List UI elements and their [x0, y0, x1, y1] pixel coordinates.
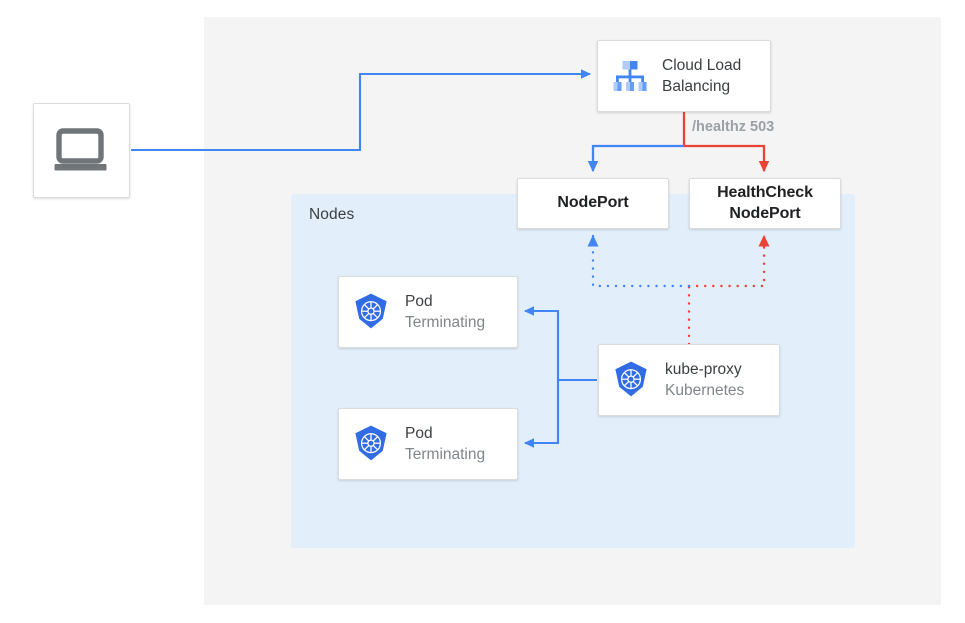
kube-proxy-subtitle: Kubernetes	[665, 382, 745, 399]
pod-status-1: Terminating	[405, 314, 486, 331]
healthcheck-nodeport-text: HealthCheck NodePort	[717, 183, 813, 224]
kube-proxy-card[interactable]: kube-proxy Kubernetes	[598, 344, 780, 416]
cloud-load-balancing-icon	[609, 55, 651, 97]
kube-proxy-text: kube-proxy Kubernetes	[665, 359, 744, 402]
kubernetes-icon	[611, 360, 651, 400]
pod-title-1: Pod	[405, 292, 433, 310]
healthcheck-nodeport-label-line1: HealthCheck	[717, 184, 813, 202]
kube-proxy-title: kube-proxy	[665, 360, 742, 378]
pod-card-1[interactable]: Pod Terminating	[338, 276, 518, 348]
healthz-503-label: /healthz 503	[692, 119, 775, 135]
nodeport-card[interactable]: NodePort	[517, 178, 669, 229]
cloud-load-balancing-text: Cloud Load Balancing	[662, 55, 756, 98]
pod-title-2: Pod	[405, 424, 433, 442]
healthcheck-nodeport-card[interactable]: HealthCheck NodePort	[689, 178, 841, 229]
pod-status-2: Terminating	[405, 446, 486, 463]
healthcheck-nodeport-label-line2: NodePort	[729, 204, 801, 222]
laptop-icon	[53, 127, 111, 174]
pod-card-2[interactable]: Pod Terminating	[338, 408, 518, 480]
cloud-load-balancing-card[interactable]: Cloud Load Balancing	[597, 40, 771, 112]
kubernetes-icon	[351, 424, 391, 464]
pod-text-2: Pod Terminating	[405, 423, 485, 466]
pod-text-1: Pod Terminating	[405, 291, 485, 334]
nodeport-label: NodePort	[557, 194, 629, 212]
cloud-load-balancing-title: Cloud Load Balancing	[662, 56, 742, 95]
kubernetes-icon	[351, 292, 391, 332]
client-device-card[interactable]	[33, 103, 130, 198]
nodes-region-label: Nodes	[309, 206, 355, 223]
